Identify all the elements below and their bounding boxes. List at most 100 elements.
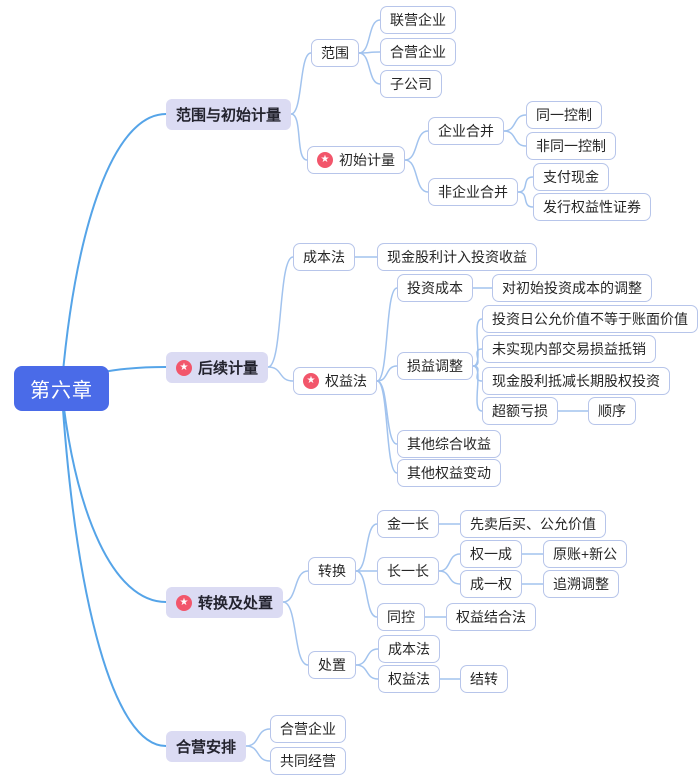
- mindmap-node[interactable]: 非企业合并: [428, 178, 518, 206]
- mindmap-node[interactable]: 转换: [308, 557, 356, 585]
- node-label: 超额亏损: [492, 403, 548, 419]
- branch-node[interactable]: 合营安排: [166, 731, 247, 762]
- mindmap-node[interactable]: 结转: [460, 665, 508, 693]
- connector: [472, 365, 483, 382]
- connector: [517, 176, 534, 193]
- mindmap-node[interactable]: 同控: [377, 603, 425, 631]
- node-label: 同控: [387, 609, 415, 625]
- node-label: 合营企业: [390, 44, 446, 60]
- connector: [404, 130, 429, 161]
- mindmap-node[interactable]: 非同一控制: [526, 132, 616, 160]
- node-label: 投资日公允价值不等于账面价值: [492, 311, 688, 327]
- connector: [438, 570, 461, 585]
- mindmap-node[interactable]: 现金股利计入投资收益: [377, 243, 537, 271]
- mindmap-node[interactable]: 先卖后买、公允价值: [460, 510, 606, 538]
- connector: [438, 553, 461, 572]
- connector: [376, 380, 398, 445]
- mindmap-node[interactable]: 范围: [311, 39, 359, 67]
- mindmap-node[interactable]: 同一控制: [526, 101, 602, 129]
- node-label: 投资成本: [407, 280, 463, 296]
- node-label: 初始计量: [339, 152, 395, 168]
- mindmap-node[interactable]: 成一权: [460, 570, 522, 598]
- node-label: 第六章: [30, 380, 93, 402]
- node-label: 处置: [318, 657, 346, 673]
- mindmap-node[interactable]: 发行权益性证券: [533, 193, 651, 221]
- node-label: 转换及处置: [198, 595, 274, 612]
- connector: [358, 52, 381, 85]
- mindmap-node[interactable]: 权益法: [378, 665, 440, 693]
- branch-node[interactable]: ★ 后续计量: [166, 352, 269, 383]
- branch-node[interactable]: ★转换及处置: [166, 587, 284, 618]
- node-label: 成一权: [470, 576, 512, 592]
- node-label: 企业合并: [438, 123, 494, 139]
- connector: [358, 19, 381, 54]
- mindmap-node[interactable]: 投资成本: [397, 274, 473, 302]
- node-label: 权一成: [470, 546, 512, 562]
- star-icon: ★: [176, 359, 192, 376]
- connector: [517, 191, 534, 208]
- mindmap-node[interactable]: 联营企业: [380, 6, 456, 34]
- mindmap-node[interactable]: 处置: [308, 651, 356, 679]
- mindmap-node[interactable]: 原账+新公: [543, 540, 628, 568]
- node-label: 先卖后买、公允价值: [470, 516, 596, 532]
- node-label: 共同经营: [280, 753, 336, 769]
- mindmap-node[interactable]: 金一长: [377, 510, 439, 538]
- connector: [355, 664, 379, 680]
- mindmap-node[interactable]: 对初始投资成本的调整: [492, 274, 652, 302]
- mindmap-node[interactable]: 长一长: [377, 557, 439, 585]
- branch-node[interactable]: 范围与初始计量: [166, 99, 292, 130]
- connector: [282, 570, 309, 603]
- node-label: 支付现金: [543, 169, 599, 185]
- mindmap-node[interactable]: 合营企业: [380, 38, 456, 66]
- mindmap-node[interactable]: 追溯调整: [543, 570, 619, 598]
- node-label: 非同一控制: [536, 138, 606, 154]
- node-label: 权益法: [388, 671, 430, 687]
- connector: [60, 113, 167, 389]
- mindmap-node[interactable]: 其他综合收益: [397, 430, 501, 458]
- connector: [376, 380, 398, 474]
- connector: [358, 51, 381, 54]
- mindmap-node[interactable]: 现金股利抵减长期股权投资: [482, 367, 670, 395]
- node-label: 转换: [318, 563, 346, 579]
- node-label: 合营安排: [176, 739, 237, 756]
- node-label: 长一长: [387, 563, 429, 579]
- mindmap-node[interactable]: 权一成: [460, 540, 522, 568]
- mindmap-node[interactable]: 超额亏损: [482, 397, 558, 425]
- mindmap-node[interactable]: 成本法: [293, 243, 355, 271]
- node-label: 后续计量: [198, 360, 259, 377]
- node-label: 范围与初始计量: [176, 107, 282, 124]
- mindmap-node[interactable]: ★ 初始计量: [307, 146, 405, 174]
- mindmap-node[interactable]: 支付现金: [533, 163, 609, 191]
- mindmap-node[interactable]: 共同经营: [270, 747, 346, 775]
- connector: [503, 114, 527, 132]
- node-label: 现金股利抵减长期股权投资: [492, 373, 660, 389]
- mindmap-node[interactable]: 合营企业: [270, 715, 346, 743]
- star-icon: ★: [317, 152, 333, 168]
- connector: [503, 130, 527, 147]
- connector: [267, 366, 294, 382]
- connector: [245, 745, 271, 762]
- mindmap-node[interactable]: 子公司: [380, 70, 442, 98]
- node-label: 同一控制: [536, 107, 592, 123]
- node-label: 追溯调整: [553, 576, 609, 592]
- connector: [355, 570, 378, 618]
- mindmap-node[interactable]: 未实现内部交易损益抵销: [482, 335, 656, 363]
- node-label: 成本法: [388, 641, 430, 657]
- mindmap-node[interactable]: 企业合并: [428, 117, 504, 145]
- connector: [376, 365, 398, 382]
- node-label: 成本法: [303, 249, 345, 265]
- mindmap-node[interactable]: 顺序: [588, 397, 636, 425]
- node-label: 其他权益变动: [407, 465, 491, 481]
- mindmap-node[interactable]: 权益结合法: [446, 603, 536, 631]
- mindmap-node[interactable]: 成本法: [378, 635, 440, 663]
- connector: [290, 113, 308, 161]
- star-icon: ★: [303, 373, 319, 389]
- root-node[interactable]: 第六章: [14, 366, 109, 411]
- mindmap-node[interactable]: 其他权益变动: [397, 459, 501, 487]
- mindmap-node[interactable]: 投资日公允价值不等于账面价值: [482, 305, 698, 333]
- mindmap-node[interactable]: ★权益法: [293, 367, 377, 395]
- connector: [472, 348, 483, 367]
- node-label: 非企业合并: [438, 184, 508, 200]
- mindmap-node[interactable]: 损益调整: [397, 352, 473, 380]
